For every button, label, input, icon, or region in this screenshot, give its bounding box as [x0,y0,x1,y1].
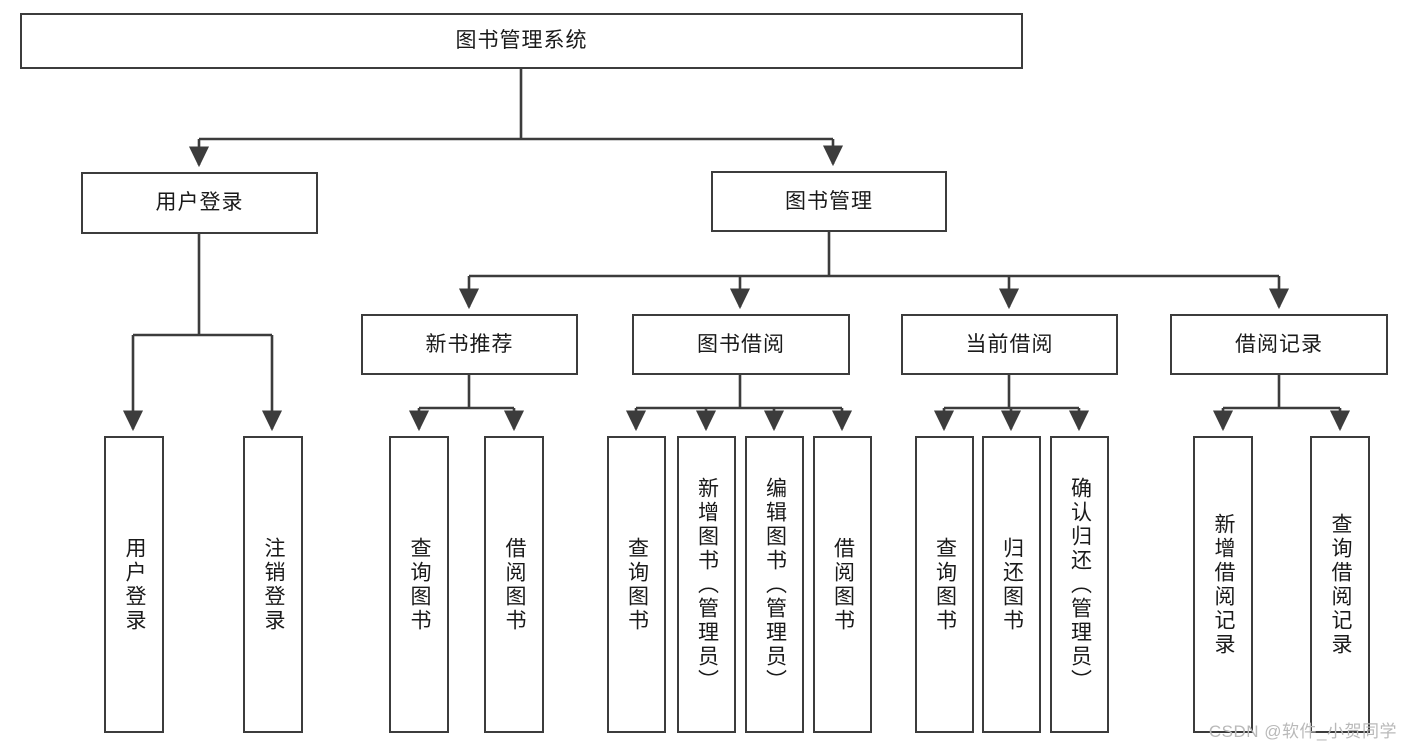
node-leaf-add-record[interactable]: 新增借阅记录 [1193,436,1253,733]
node-leaf-query-book-rec[interactable]: 查询图书 [389,436,449,733]
node-label: 查询借阅记录 [1329,512,1353,657]
node-leaf-query-book-b[interactable]: 查询图书 [607,436,666,733]
node-leaf-return-book[interactable]: 归还图书 [982,436,1041,733]
node-label: 查询图书 [408,536,432,633]
node-leaf-borrow-book-rec[interactable]: 借阅图书 [484,436,544,733]
node-label: 新增图书（管理员） [695,476,719,693]
node-book-manage[interactable]: 图书管理 [711,171,947,232]
node-label: 用户登录 [123,536,147,633]
node-leaf-edit-book[interactable]: 编辑图书（管理员） [745,436,804,733]
node-borrow-record[interactable]: 借阅记录 [1170,314,1388,375]
node-leaf-query-record[interactable]: 查询借阅记录 [1310,436,1370,733]
node-leaf-user-login[interactable]: 用户登录 [104,436,164,733]
node-leaf-user-logout[interactable]: 注销登录 [243,436,303,733]
node-label: 借阅记录 [1235,332,1323,356]
node-current-borrow[interactable]: 当前借阅 [901,314,1118,375]
node-label: 新书推荐 [425,332,514,356]
node-label: 注销登录 [262,536,286,633]
node-label: 当前借阅 [965,332,1054,356]
node-label: 借阅图书 [503,536,527,633]
node-leaf-borrow-book-b[interactable]: 借阅图书 [813,436,872,733]
node-leaf-confirm-return[interactable]: 确认归还（管理员） [1050,436,1109,733]
node-leaf-query-book-c[interactable]: 查询图书 [915,436,974,733]
node-label: 用户登录 [155,191,244,215]
node-label: 借阅图书 [831,536,855,633]
node-label: 图书管理系统 [455,29,588,53]
node-label: 图书借阅 [697,332,785,356]
node-leaf-add-book[interactable]: 新增图书（管理员） [677,436,736,733]
node-label: 图书管理 [785,189,873,213]
node-new-book-rec[interactable]: 新书推荐 [361,314,578,375]
node-book-borrow[interactable]: 图书借阅 [632,314,850,375]
node-label: 新增借阅记录 [1212,512,1236,657]
node-label: 查询图书 [625,536,649,633]
node-label: 归还图书 [1000,536,1024,633]
csdn-watermark: CSDN @软件_小贺同学 [1208,722,1397,741]
node-root[interactable]: 图书管理系统 [20,13,1023,69]
node-label: 确认归还（管理员） [1068,476,1092,693]
node-label: 查询图书 [933,536,957,633]
node-user-login[interactable]: 用户登录 [81,172,318,234]
node-label: 编辑图书（管理员） [763,476,787,693]
